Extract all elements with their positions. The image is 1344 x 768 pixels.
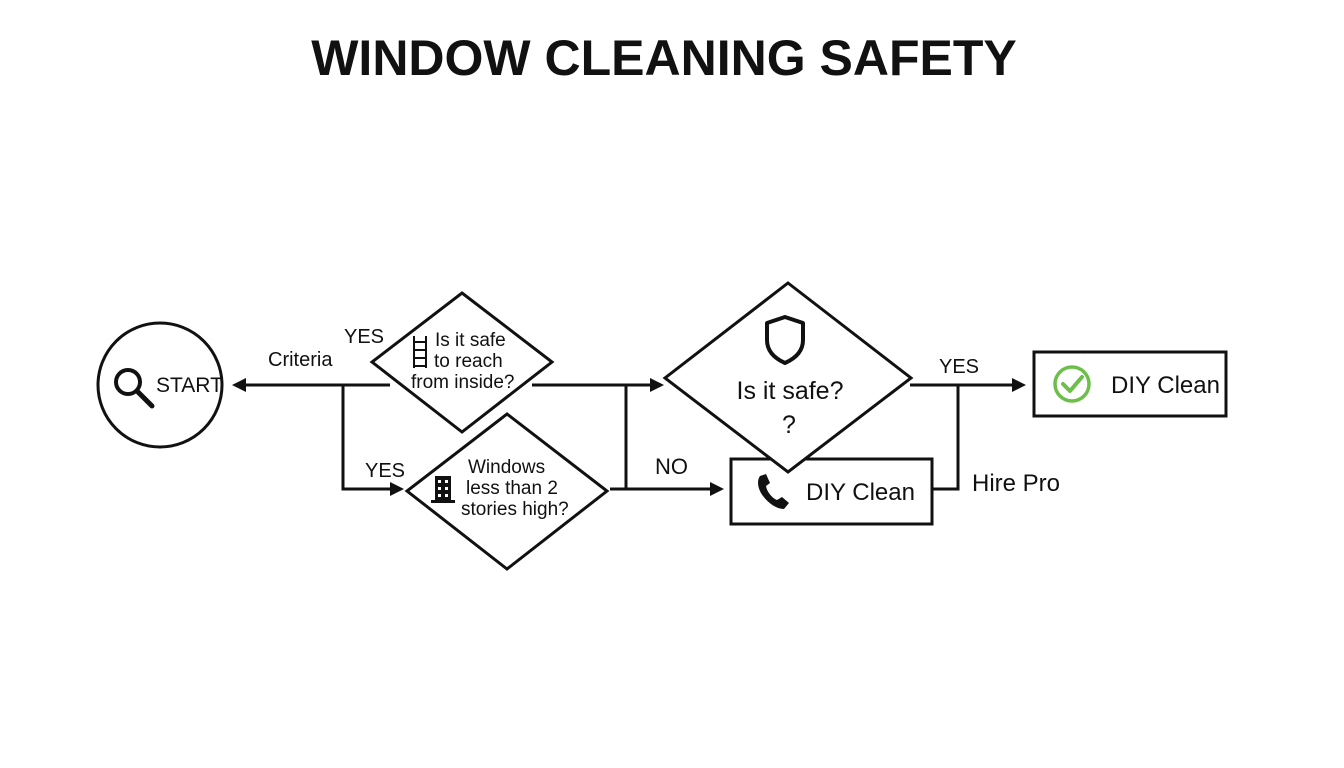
reach-line-1: Is it safe: [435, 330, 506, 351]
start-label: START: [156, 374, 223, 397]
stories-decision: Windows less than 2 stories high?: [404, 412, 610, 571]
diy-clean-top-node: DIY Clean: [1032, 350, 1228, 418]
stories-line-3: stories high?: [461, 499, 569, 520]
stories-line-2: less than 2: [466, 478, 558, 499]
arrowhead-diy-top: [1012, 378, 1026, 392]
diy-clean-bottom-node: DIY Clean: [729, 457, 934, 526]
edge-hire-pro: [932, 385, 960, 491]
shield-icon: [765, 315, 805, 365]
phone-icon: [758, 474, 789, 509]
magnifier-icon: [114, 368, 155, 409]
reach-inside-decision: Is it safe to reach from inside?: [369, 291, 555, 434]
ladder-icon: [413, 336, 427, 368]
building-icon: [431, 476, 455, 503]
reach-line-2: to reach: [434, 351, 503, 372]
edge-label-yes-top-left: YES: [344, 326, 384, 348]
diy-clean-top-label: DIY Clean: [1111, 372, 1220, 399]
arrowhead-safe: [650, 378, 664, 392]
edge-label-no: NO: [655, 454, 688, 479]
arrowhead-stories: [390, 482, 404, 496]
is-safe-decision: Is it safe? ?: [662, 281, 914, 474]
edge-label-yes-lower-left: YES: [365, 460, 405, 482]
is-safe-line-1: Is it safe?: [737, 377, 844, 405]
edge-to-stories: [341, 385, 392, 491]
start-node: START: [96, 321, 224, 449]
edge-label-hire-pro: Hire Pro: [972, 470, 1060, 497]
check-circle-icon: [1053, 365, 1091, 403]
page-title: WINDOW CLEANING SAFETY: [311, 30, 1017, 86]
stories-line-1: Windows: [468, 457, 545, 478]
edge-label-yes-right: YES: [939, 356, 979, 378]
edge-label-criteria: Criteria: [268, 349, 333, 371]
is-safe-line-2: ?: [782, 411, 796, 439]
diy-clean-bottom-label: DIY Clean: [806, 479, 915, 506]
arrowhead-start: [232, 378, 246, 392]
reach-line-3: from inside?: [411, 372, 515, 393]
arrowhead-diy-bottom: [710, 482, 724, 496]
